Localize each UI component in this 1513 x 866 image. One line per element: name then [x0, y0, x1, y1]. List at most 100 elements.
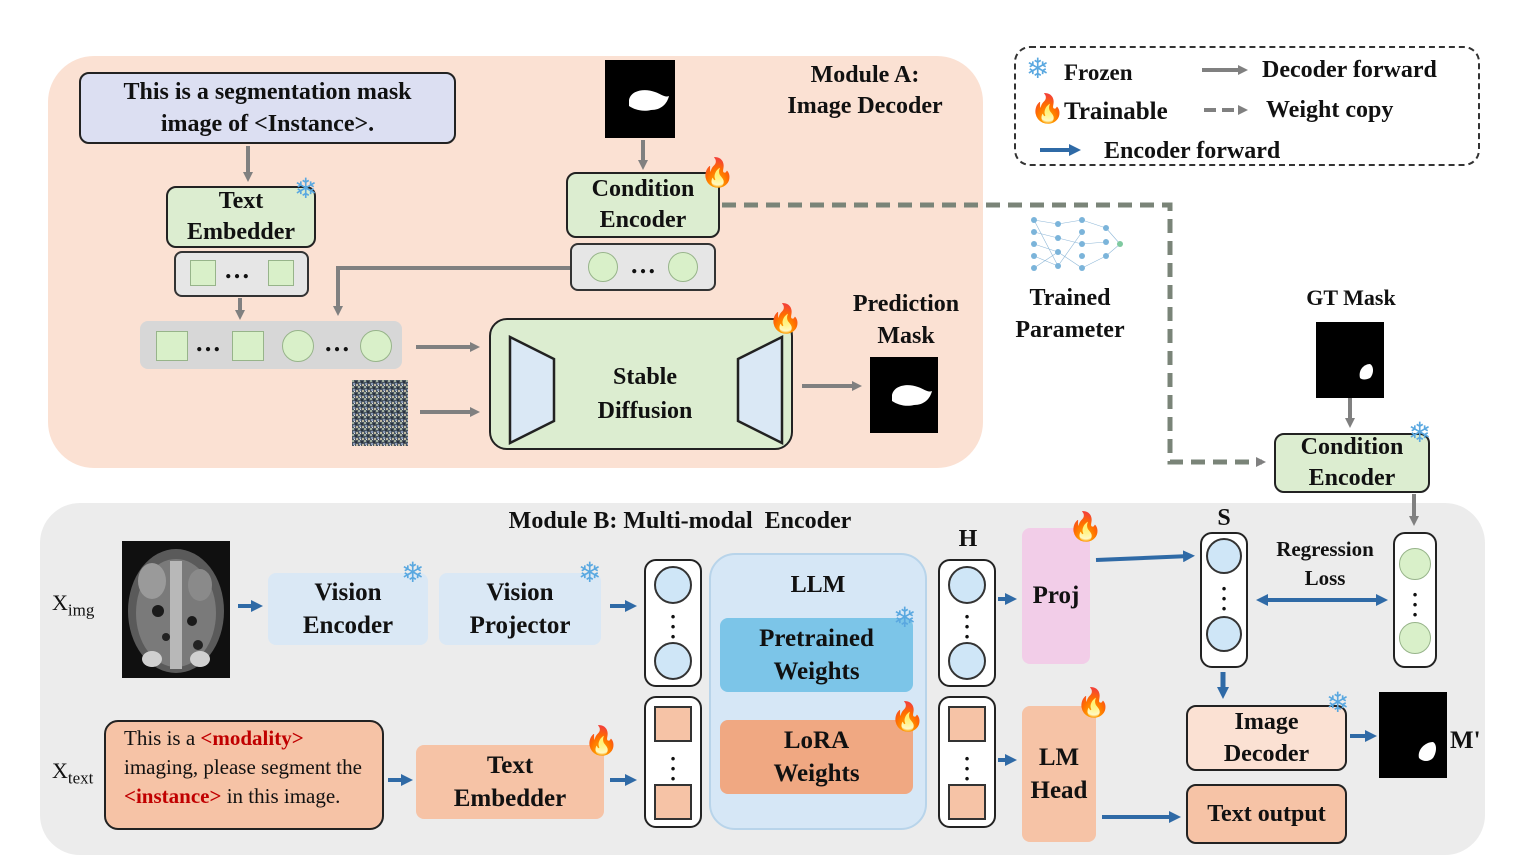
h-text-token [948, 784, 986, 820]
lora-weights-box: LoRA Weights [720, 720, 913, 794]
pretrained-weights-box: Pretrained Weights [720, 618, 913, 692]
mask-prompt-line1: This is a segmentation mask [123, 79, 412, 105]
vertical-ellipsis: ··· [963, 746, 971, 791]
prediction-mask-line2: Mask [877, 323, 935, 349]
x-img-label: Ximg [52, 590, 94, 620]
image-token [654, 566, 692, 604]
snowflake-icon: ❄ [294, 174, 318, 205]
snowflake-icon: ❄ [1408, 418, 1432, 449]
lora-line2: Weights [773, 760, 860, 787]
text-embedder-b-line1: Text [486, 752, 534, 779]
vertical-ellipsis: ··· [963, 604, 971, 649]
flame-icon: 🔥 [768, 304, 803, 335]
text-embedder-b-line2: Embedder [453, 785, 567, 812]
stable-diffusion-line1: Stable [612, 364, 677, 390]
mask-prompt-box: This is a segmentation mask image of <In… [79, 72, 456, 144]
lm-head-line2: Head [1030, 777, 1088, 804]
regression-loss-line2: Loss [1304, 566, 1346, 590]
mask-prompt-line2: image of <Instance>. [160, 111, 375, 137]
vision-encoder-line1: Vision [314, 579, 382, 606]
noise-image [352, 380, 408, 446]
h-token [948, 642, 986, 680]
lora-line1: LoRA [783, 727, 850, 754]
flame-icon: 🔥 [1076, 688, 1111, 719]
lm-head-line1: LM [1038, 744, 1080, 771]
prompt-part2: imaging, please segment the [124, 755, 362, 779]
vertical-ellipsis: ··· [669, 746, 677, 791]
text-output-box: Text output [1186, 784, 1347, 844]
x-text-sub: text [67, 768, 94, 788]
trained-parameter-line1: Trained [1029, 285, 1111, 311]
ct-scan-image [122, 541, 230, 678]
prompt-modality: <modality> [200, 726, 304, 750]
prompt-part3: in this image. [221, 784, 341, 808]
text-token [190, 260, 216, 286]
text-output-label: Text output [1207, 800, 1326, 827]
arrow-proj-to-s [1095, 550, 1195, 563]
regression-loss-line1: Regression [1276, 537, 1374, 561]
vision-projector-box: Vision Projector [439, 573, 601, 645]
x-img-main: X [52, 590, 68, 615]
condition-encoder-a-line1: Condition [591, 176, 695, 202]
ellipsis: … [195, 328, 221, 357]
gt-mask-label: GT Mask [1306, 285, 1396, 310]
text-embedder-b-box: Text Embedder [416, 745, 604, 819]
flame-icon: 🔥 [1030, 94, 1065, 125]
m-prime-mask-image [1379, 692, 1447, 778]
condition-token [1399, 622, 1431, 654]
snowflake-icon: ❄ [1026, 54, 1050, 85]
text-embedder-a-line2: Embedder [187, 219, 295, 245]
text-token [156, 331, 188, 361]
legend-decoder-forward-label: Decoder forward [1262, 57, 1437, 83]
flame-icon: 🔥 [1068, 512, 1103, 543]
pretrained-line2: Weights [773, 658, 860, 685]
stable-diffusion-line2: Diffusion [597, 398, 693, 424]
flame-icon: 🔥 [890, 702, 925, 733]
snowflake-icon: ❄ [1326, 688, 1350, 719]
vertical-ellipsis: ··· [1220, 576, 1228, 621]
condition-token [668, 252, 698, 282]
x-img-sub: img [67, 600, 95, 620]
neural-network-icon [1031, 217, 1123, 271]
image-token [654, 642, 692, 680]
condition-token [360, 330, 392, 362]
text-token-b [654, 784, 692, 820]
prompt-instance: <instance> [124, 784, 222, 808]
flame-icon: 🔥 [584, 726, 619, 757]
h-label: H [958, 526, 978, 552]
m-prime-label: M' [1450, 727, 1481, 754]
legend-trainable-label: Trainable [1064, 98, 1168, 125]
trained-parameter-line2: Parameter [1015, 317, 1125, 343]
vision-projector-line2: Projector [469, 612, 571, 639]
s-token [1206, 538, 1242, 574]
condition-encoder-a: Condition Encoder [566, 172, 720, 238]
text-token [268, 260, 294, 286]
ellipsis: … [224, 255, 250, 284]
lm-head-box: LM Head [1022, 706, 1096, 842]
prediction-mask-image [870, 357, 938, 433]
image-decoder-line2: Decoder [1223, 741, 1310, 767]
condition-token [1399, 548, 1431, 580]
snowflake-icon: ❄ [578, 558, 602, 589]
diffusion-decoder-trapezoid [736, 335, 784, 445]
arrow-condition-to-tokens [333, 266, 572, 316]
s-token [1206, 616, 1242, 652]
condition-encoder-frozen-line1: Condition [1300, 434, 1404, 460]
snowflake-icon: ❄ [401, 558, 425, 589]
legend-weight-copy-label: Weight copy [1266, 97, 1394, 123]
gt-mask-image [1316, 322, 1384, 398]
vertical-ellipsis: ··· [1411, 582, 1419, 627]
module-a-title-line1: Module A: [810, 62, 920, 88]
diffusion-encoder-trapezoid [508, 335, 556, 445]
vision-encoder-box: Vision Encoder [268, 573, 428, 645]
condition-encoder-frozen: Condition Encoder [1274, 433, 1430, 493]
text-embedder-a: Text Embedder [166, 186, 316, 248]
condition-encoder-a-line2: Encoder [599, 207, 687, 233]
h-token [948, 566, 986, 604]
module-b-title: Module B: Multi-modal Encoder [508, 508, 852, 534]
s-label: S [1217, 505, 1231, 531]
snowflake-icon: ❄ [893, 603, 917, 634]
ellipsis: … [324, 328, 350, 357]
module-a-title-line2: Image Decoder [787, 93, 943, 119]
